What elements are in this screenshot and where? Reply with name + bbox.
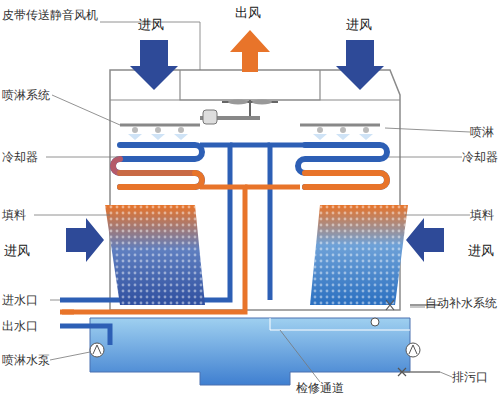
system-label: 自动补水系统	[425, 296, 497, 310]
port-label: 排污口	[452, 370, 488, 384]
part-label: 填料	[470, 208, 494, 222]
part-label: 喷淋系统	[2, 88, 50, 102]
fan-label: 皮带传送静音风机	[2, 8, 98, 22]
part-label: 检修通道	[296, 381, 344, 395]
airflow-label: 进风	[138, 18, 164, 32]
port-label: 出水口	[2, 319, 38, 333]
part-label: 冷却器	[462, 150, 498, 164]
port-label: 进水口	[2, 293, 38, 307]
airflow-label: 进风	[4, 244, 30, 258]
airflow-label: 进风	[346, 18, 372, 32]
pump-label: 喷淋水泵	[2, 353, 50, 367]
part-label: 填料	[2, 208, 26, 222]
part-label: 喷淋	[470, 125, 494, 139]
part-label: 冷却器	[2, 150, 38, 164]
airflow-label: 出风	[235, 6, 261, 20]
airflow-label: 进风	[468, 244, 494, 258]
